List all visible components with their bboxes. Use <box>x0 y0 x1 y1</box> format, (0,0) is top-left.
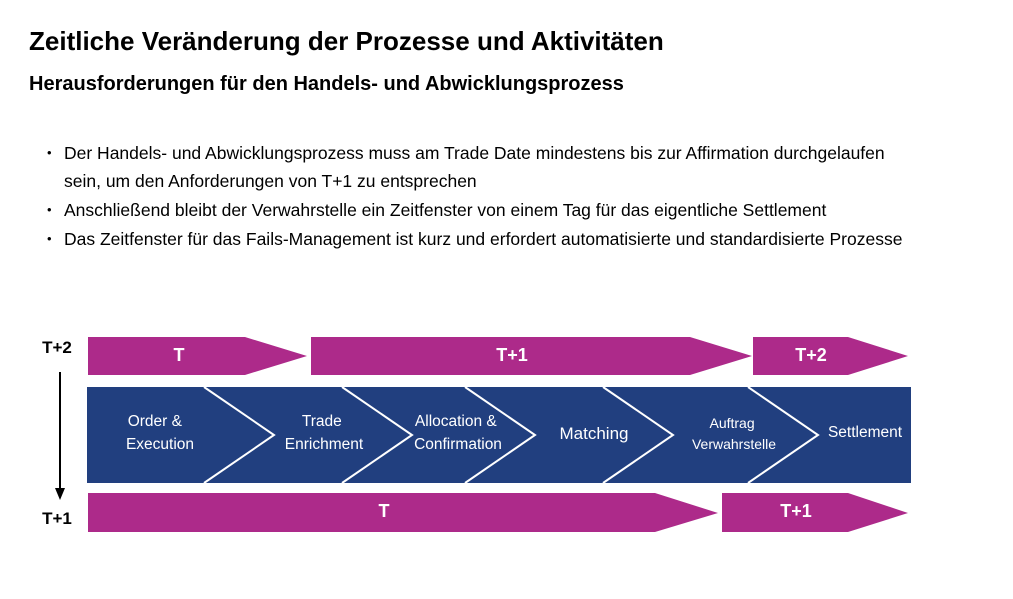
step-line: Execution <box>126 436 194 453</box>
bullet-item: Das Zeitfenster für das Fails-Management… <box>44 225 904 253</box>
step-line: Allocation & <box>415 413 498 430</box>
process-step-allocation-confirmation: Allocation & Confirmation <box>414 413 502 453</box>
process-chevron <box>602 386 675 484</box>
label-after: T+1 <box>42 509 72 528</box>
timeline-arrow-head <box>55 488 65 500</box>
step-line: Verwahrstelle <box>692 436 776 452</box>
process-chevron <box>747 386 820 484</box>
process-step-trade-enrichment: Trade Enrichment <box>285 413 364 453</box>
process-chevron <box>341 386 414 484</box>
page-title: Zeitliche Veränderung der Prozesse und A… <box>29 26 664 56</box>
process-step-order-execution: Order & Execution <box>126 413 194 453</box>
step-line: Confirmation <box>414 436 502 453</box>
label-before: T+2 <box>42 338 72 357</box>
process-step-auftrag-verwahrstelle: Auftrag Verwahrstelle <box>692 415 776 452</box>
process-chevron <box>464 386 537 484</box>
bottom-phase-arrow <box>88 493 718 532</box>
top-phase-arrow <box>88 337 307 375</box>
top-phase-arrow <box>311 337 752 375</box>
step-line: Enrichment <box>285 436 364 453</box>
bullet-item: Der Handels- und Abwicklungsprozess muss… <box>44 139 904 195</box>
top-phase-label: T+1 <box>496 345 528 365</box>
process-chevron <box>203 386 276 484</box>
bullet-list: Der Handels- und Abwicklungsprozess muss… <box>44 139 904 254</box>
top-phase-label: T+2 <box>795 345 827 365</box>
process-step-settlement: Settlement <box>828 424 903 441</box>
top-phase-arrow <box>753 337 908 375</box>
top-phase-label: T <box>174 345 185 365</box>
bullet-item: Anschließend bleibt der Verwahrstelle ei… <box>44 196 904 224</box>
step-line: Order & <box>128 413 183 430</box>
process-step-matching: Matching <box>560 424 629 443</box>
bottom-phase-label: T <box>379 501 390 521</box>
process-band <box>87 387 911 483</box>
step-line: Trade <box>302 413 342 430</box>
step-line: Settlement <box>828 424 903 441</box>
step-line: Auftrag <box>709 415 754 431</box>
bottom-phase-arrow <box>722 493 908 532</box>
step-line: Matching <box>560 424 629 443</box>
bottom-phase-label: T+1 <box>780 501 812 521</box>
page-subtitle: Herausforderungen für den Handels- und A… <box>29 73 624 95</box>
